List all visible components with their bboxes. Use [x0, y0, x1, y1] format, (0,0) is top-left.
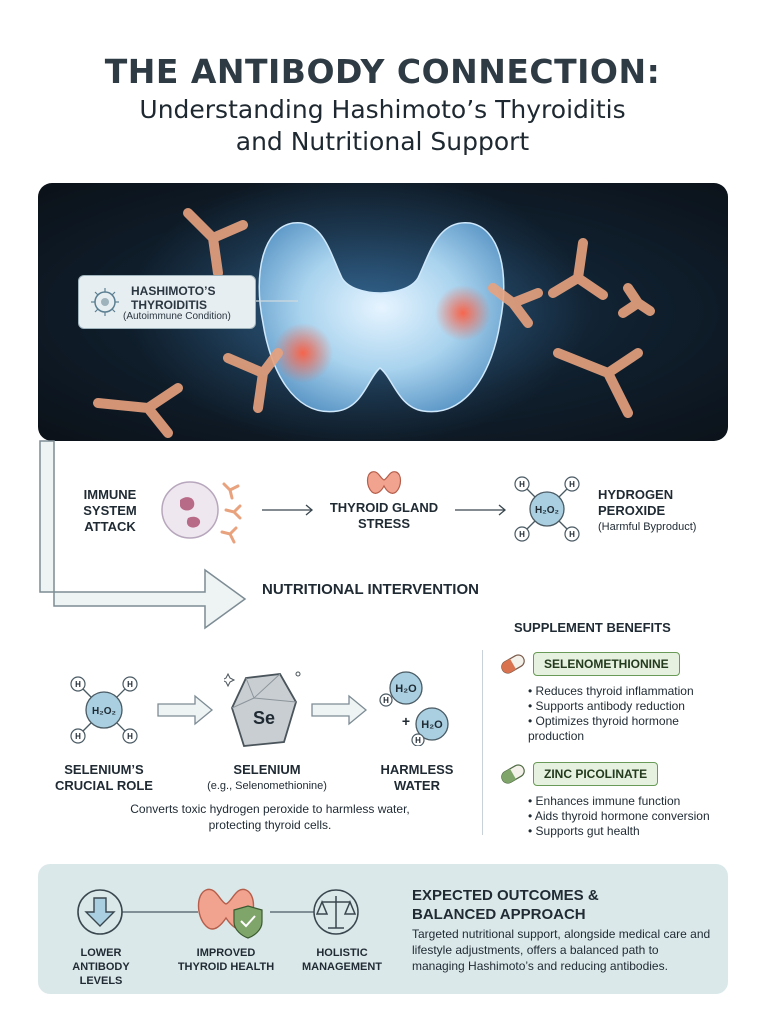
selenomethionine-badge: SELENOMETHIONINE: [533, 652, 680, 676]
immune-cell-icon: [91, 288, 119, 316]
crystal-label: Se: [253, 708, 275, 728]
improved-thyroid-line-2: THYROID HEALTH: [177, 961, 275, 973]
lower-antibody-line-3: LEVELS: [79, 975, 123, 987]
molecule-label: H₂O₂: [92, 706, 116, 717]
thyroid-stress-line-2: STRESS: [357, 516, 410, 531]
lower-antibody-line-2: ANTIBODY: [72, 961, 130, 973]
selenium-label: SELENIUM (e.g., Selenomethionine): [192, 762, 342, 794]
subtitle-line-2: and Nutritional Support: [235, 127, 530, 156]
hashimoto-title: HASHIMOTO’S THYROIDITIS: [131, 284, 215, 312]
improved-thyroid-line-1: IMPROVED: [196, 947, 256, 959]
atom-label: H: [415, 736, 421, 745]
thyroid-shield-icon: [197, 888, 263, 939]
h2o2-molecule-icon: H₂O₂ H H H H: [70, 676, 138, 744]
selenium-example: (e.g., Selenomethionine): [207, 780, 327, 792]
molecule-label: H₂O₂: [535, 505, 559, 516]
immune-attack-label: IMMUNE SYSTEM ATTACK: [70, 487, 150, 535]
antibody-1: [183, 208, 248, 278]
benefit-item: Supports gut health: [528, 824, 738, 839]
selenium-role-line-2: CRUCIAL ROLE: [55, 778, 153, 793]
antibody-6: [93, 383, 183, 438]
water-label-1: H₂O: [395, 683, 417, 695]
zinc-picolinate-badge: ZINC PICOLINATE: [533, 762, 659, 786]
thyroid-illustration-svg: [93, 183, 655, 441]
benefit-item: Reduces thyroid inflammation: [528, 684, 728, 699]
capsule-icon: [501, 764, 525, 784]
benefit-item: Optimizes thyroid hormone production: [528, 714, 728, 744]
improved-thyroid-label: IMPROVED THYROID HEALTH: [170, 946, 282, 974]
section-divider: [482, 650, 483, 835]
water-label-2: H₂O: [421, 719, 443, 731]
hydrogen-peroxide-molecule-icon: H₂O₂ H H H H: [514, 476, 580, 542]
thyroid-gland-icon: [366, 471, 402, 494]
antibody-5: [488, 283, 543, 328]
antibody-7: [553, 348, 643, 418]
thyroid-stress-label: THYROID GLAND STRESS: [317, 500, 451, 532]
immune-attack-line-1: IMMUNE: [83, 487, 137, 502]
thyroid-stress-line-1: THYROID GLAND: [329, 500, 439, 515]
nutritional-intervention-title: NUTRITIONAL INTERVENTION: [262, 581, 479, 598]
subtitle: Understanding Hashimoto’s Thyroiditis an…: [0, 94, 765, 158]
hashimoto-subtitle: (Autoimmune Condition): [123, 311, 231, 322]
atom-label: H: [383, 696, 389, 705]
thyroid-hero-illustration: [38, 183, 728, 441]
outcomes-icons-row: [77, 888, 359, 939]
hydrogen-peroxide-sub: (Harmful Byproduct): [598, 521, 697, 533]
hashimoto-title-line-2: THYROIDITIS: [131, 298, 208, 312]
harmless-water-line-2: WATER: [394, 778, 440, 793]
immune-cell-attack-icon: [161, 481, 242, 544]
holistic-management-label: HOLISTIC MANAGEMENT: [292, 946, 392, 974]
capsule-icon: [501, 654, 525, 674]
harmless-water-label: HARMLESS WATER: [372, 762, 462, 794]
hydrogen-peroxide-line-1: HYDROGEN: [598, 487, 674, 502]
atom-label: H: [127, 732, 133, 741]
atom-label: H: [569, 530, 575, 539]
benefit-item: Enhances immune function: [528, 794, 738, 809]
atom-label: H: [569, 480, 575, 489]
hydrogen-peroxide-label: HYDROGEN PEROXIDE (Harmful Byproduct): [598, 487, 718, 535]
immune-attack-line-3: ATTACK: [84, 519, 136, 534]
hashimoto-title-line-1: HASHIMOTO’S: [131, 284, 216, 298]
hydrogen-peroxide-line-2: PEROXIDE: [598, 503, 666, 518]
expected-outcomes-text: Targeted nutritional support, alongside …: [412, 927, 711, 973]
selenomethionine-benefits: Reduces thyroid inflammation Supports an…: [528, 684, 728, 744]
atom-label: H: [75, 732, 81, 741]
antibody-4: [223, 348, 283, 413]
expected-outcomes-title-line-2: BALANCED APPROACH: [412, 906, 586, 923]
benefit-item: Aids thyroid hormone conversion: [528, 809, 738, 824]
supplement-benefits-title: SUPPLEMENT BENEFITS: [514, 620, 671, 635]
holistic-management-line-1: HOLISTIC: [316, 947, 368, 959]
expected-outcomes-title: EXPECTED OUTCOMES & BALANCED APPROACH: [412, 886, 599, 924]
atom-label: H: [127, 680, 133, 689]
down-arrow-icon: [77, 889, 123, 935]
atom-label: H: [75, 680, 81, 689]
intervention-caption: Converts toxic hydrogen peroxide to harm…: [130, 802, 410, 832]
lower-antibody-label: LOWER ANTIBODY LEVELS: [64, 946, 138, 988]
lower-antibody-line-1: LOWER: [80, 947, 122, 959]
harmless-water-line-1: HARMLESS: [380, 762, 454, 777]
subtitle-line-1: Understanding Hashimoto’s Thyroiditis: [139, 95, 626, 124]
main-title: THE ANTIBODY CONNECTION:: [104, 52, 661, 91]
atom-label: H: [519, 530, 525, 539]
expected-outcomes-panel: [38, 864, 728, 994]
antibody-3: [618, 283, 655, 318]
atom-label: H: [519, 480, 525, 489]
antibody-2: [548, 238, 608, 300]
benefit-item: Supports antibody reduction: [528, 699, 728, 714]
expected-outcomes-title-line-1: EXPECTED OUTCOMES &: [412, 887, 599, 904]
selenium-title: SELENIUM: [233, 762, 301, 777]
plus-sign: +: [402, 713, 410, 729]
balance-scale-icon: [313, 889, 359, 935]
selenium-role-line-1: SELENIUM’S: [64, 762, 144, 777]
water-molecules-icon: H₂O H₂O H H +: [379, 671, 449, 746]
immune-attack-line-2: SYSTEM: [83, 503, 137, 518]
selenium-role-label: SELENIUM’S CRUCIAL ROLE: [48, 762, 160, 794]
selenium-crystal-icon: Se: [224, 671, 301, 747]
hashimoto-label-box: HASHIMOTO’S THYROIDITIS (Autoimmune Cond…: [78, 275, 256, 329]
holistic-management-line-2: MANAGEMENT: [301, 961, 383, 973]
zinc-picolinate-benefits: Enhances immune function Aids thyroid ho…: [528, 794, 738, 839]
